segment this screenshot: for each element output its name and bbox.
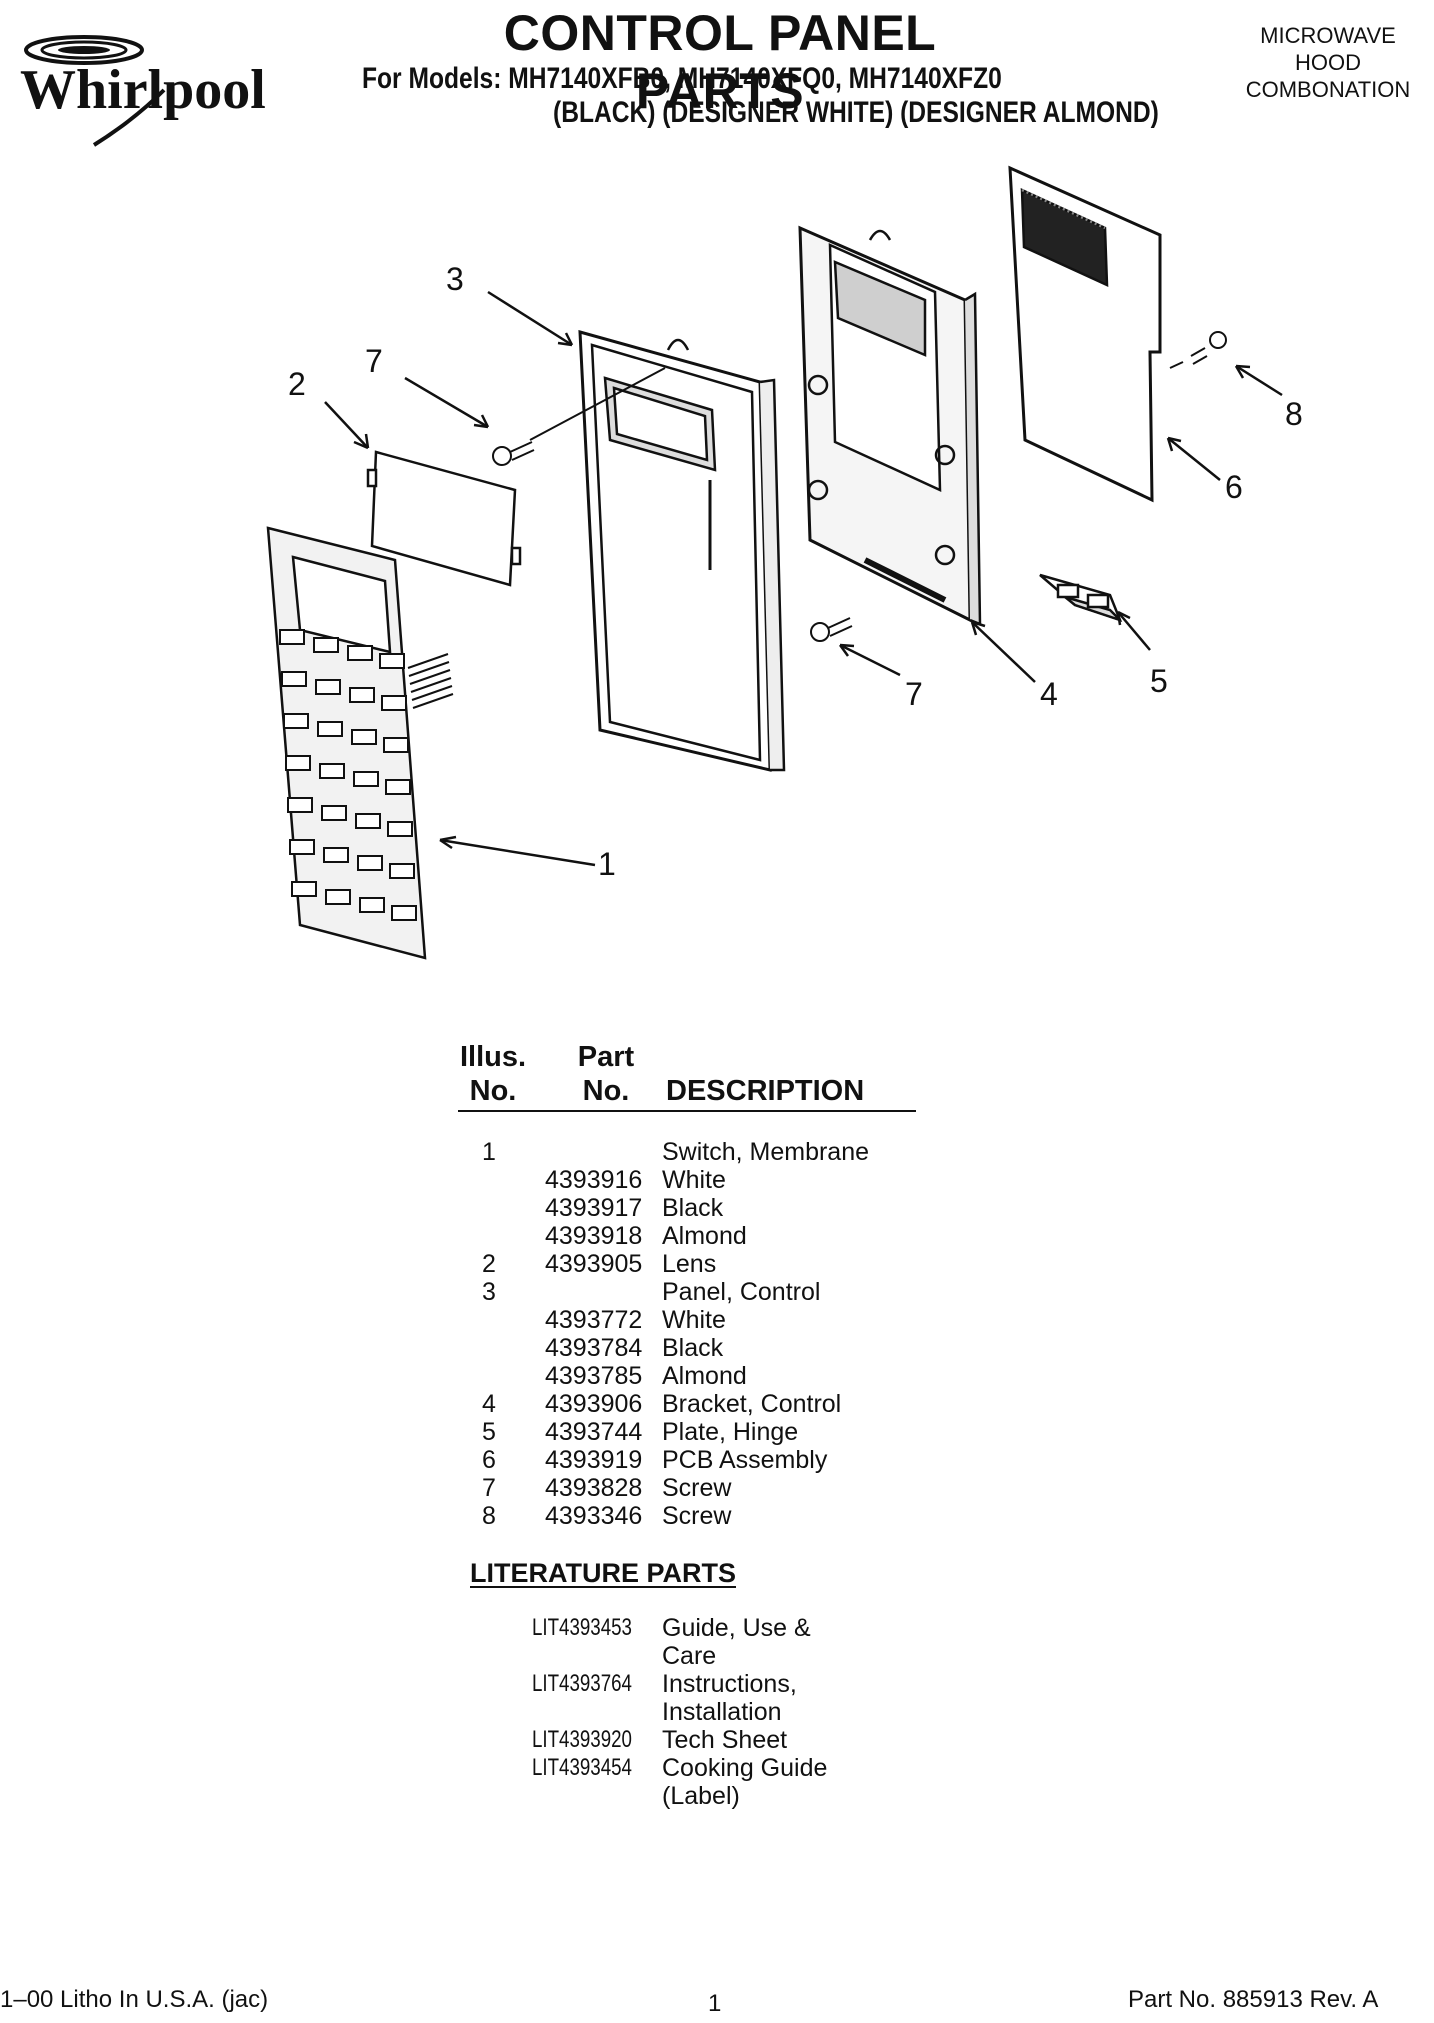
illus-number: 4 <box>482 1390 496 1418</box>
literature-description: (Label) <box>662 1782 740 1810</box>
exploded-parts-diagram: 1 2 3 4 5 6 7 7 8 <box>266 165 1303 960</box>
part-description: White <box>662 1306 726 1334</box>
callout-label: 5 <box>1150 663 1168 699</box>
page-number: 1 <box>708 1990 722 2017</box>
illus-header-line2: No. <box>469 1075 517 1107</box>
illus-number: 5 <box>482 1418 496 1446</box>
part-number: 4393784 <box>545 1334 643 1362</box>
illus-number: 7 <box>482 1474 496 1502</box>
part-number: 4393744 <box>545 1418 643 1446</box>
whirlpool-logo: Whirlpool <box>20 35 266 147</box>
literature-description: Guide, Use & <box>662 1614 811 1642</box>
category-line: MICROWAVE <box>1260 23 1396 48</box>
document-part-number: Part No. 885913 Rev. A <box>1128 1986 1379 2013</box>
literature-part-number: LIT4393454 <box>532 1754 632 1781</box>
part-number: 4393917 <box>545 1194 643 1222</box>
part-description: Panel, Control <box>662 1278 821 1306</box>
leader-lines <box>529 361 1184 441</box>
model-colors: (BLACK) (DESIGNER WHITE) (DESIGNER ALMON… <box>553 96 1159 129</box>
literature-description: Care <box>662 1642 717 1670</box>
membrane-switch-drawing <box>266 526 454 960</box>
part-number: 4393916 <box>545 1166 643 1194</box>
category-line: HOOD <box>1295 50 1361 75</box>
callout-label: 4 <box>1040 676 1058 712</box>
illus-header-line1: Illus. <box>459 1041 527 1073</box>
literature-description: Tech Sheet <box>662 1726 788 1754</box>
category-line: COMBONATION <box>1245 77 1411 102</box>
parts-table-header: Illus. No. Part No. DESCRIPTION <box>458 1040 916 1112</box>
callout-arrows <box>324 290 1283 867</box>
literature-part-number: LIT4393764 <box>532 1670 632 1697</box>
part-number: 4393919 <box>545 1446 643 1474</box>
literature-description: Instructions, <box>662 1670 797 1698</box>
part-description: PCB Assembly <box>662 1446 828 1474</box>
literature-heading: LITERATURE PARTS <box>470 1558 736 1588</box>
lens-drawing <box>366 450 522 587</box>
part-description: Black <box>662 1334 724 1362</box>
part-number: 4393785 <box>545 1362 643 1390</box>
part-description: Bracket, Control <box>662 1390 842 1418</box>
part-description: Lens <box>662 1250 717 1278</box>
part-header-line2: No. <box>582 1075 630 1107</box>
literature-description: Cooking Guide <box>662 1754 828 1782</box>
part-number: 4393772 <box>545 1306 643 1334</box>
callout-label: 2 <box>288 366 306 402</box>
control-panel-drawing <box>578 329 786 772</box>
part-description: Screw <box>662 1474 732 1502</box>
pcb-assembly-drawing <box>1008 165 1162 503</box>
part-number: 4393346 <box>545 1502 643 1530</box>
part-description: White <box>662 1166 726 1194</box>
part-number: 4393905 <box>545 1250 643 1278</box>
part-description: Plate, Hinge <box>662 1418 799 1446</box>
illus-number: 8 <box>482 1502 496 1530</box>
part-description: Black <box>662 1194 724 1222</box>
description-header: DESCRIPTION <box>666 1075 865 1107</box>
callout-label: 7 <box>365 343 383 379</box>
model-numbers: For Models: MH7140XFB0, MH7140XFQ0, MH71… <box>362 62 1002 95</box>
illus-number: 1 <box>482 1138 496 1166</box>
part-description: Almond <box>662 1362 747 1390</box>
part-number: 4393918 <box>545 1222 643 1250</box>
product-category: MICROWAVE HOOD COMBONATION <box>1228 22 1428 103</box>
part-description: Switch, Membrane <box>662 1138 870 1166</box>
illus-number: 3 <box>482 1278 496 1306</box>
control-bracket-drawing <box>798 225 982 626</box>
callout-label: 3 <box>446 261 464 297</box>
print-info: 1–00 Litho In U.S.A. (jac) <box>0 1986 269 2013</box>
callout-label: 7 <box>905 676 923 712</box>
illus-number: 6 <box>482 1446 496 1474</box>
literature-part-number: LIT4393920 <box>532 1726 632 1753</box>
illus-number: 2 <box>482 1250 496 1278</box>
screw-drawing <box>492 331 1227 642</box>
literature-part-number: LIT4393453 <box>532 1614 632 1641</box>
callout-label: 6 <box>1225 469 1243 505</box>
part-number: 4393828 <box>545 1474 643 1502</box>
page-title: CONTROL PANEL PARTS <box>503 5 937 119</box>
hinge-plate-drawing <box>1039 573 1123 623</box>
part-header-line1: Part <box>577 1041 635 1073</box>
part-number: 4393906 <box>545 1390 643 1418</box>
part-description: Almond <box>662 1222 747 1250</box>
literature-description: Installation <box>662 1698 782 1726</box>
callout-label: 1 <box>598 846 616 882</box>
callout-label: 8 <box>1285 396 1303 432</box>
part-description: Screw <box>662 1502 732 1530</box>
